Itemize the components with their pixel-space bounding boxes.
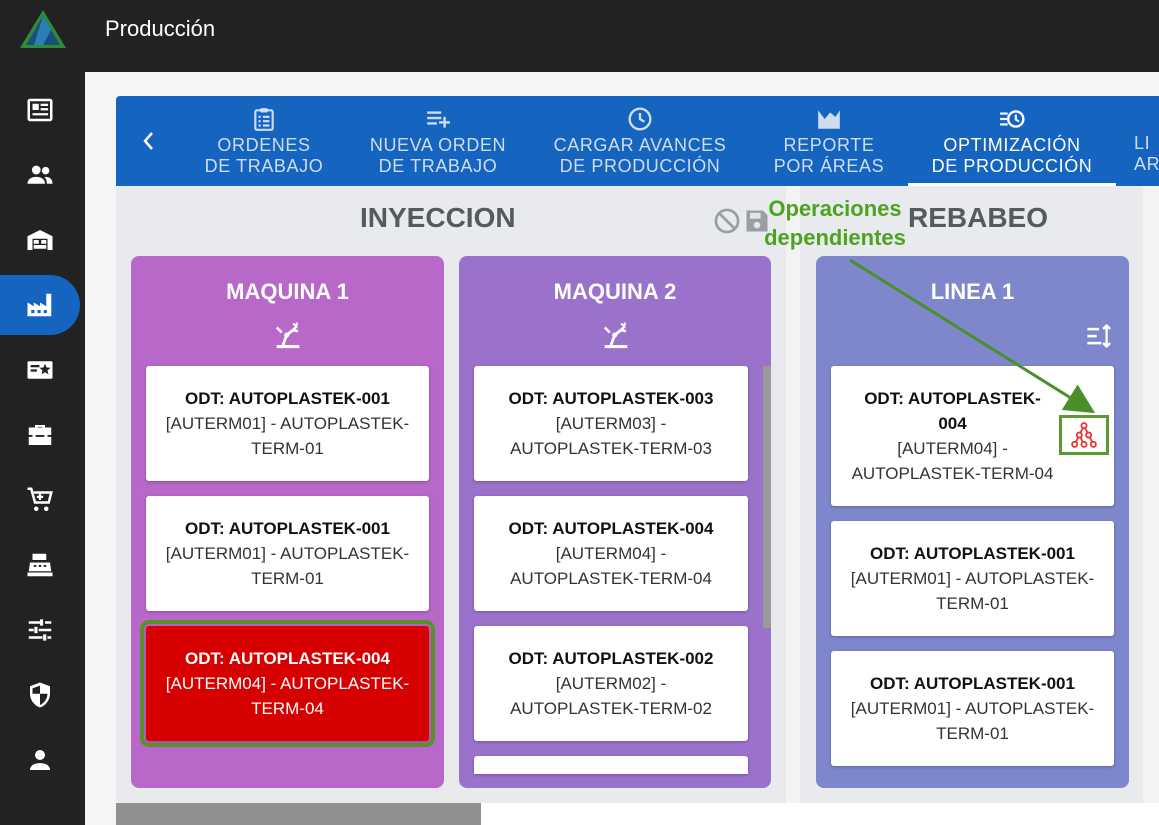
area-chart-icon [818, 110, 840, 129]
card-description: [AUTERM01] - AUTOPLASTEK-TERM-01 [850, 569, 1095, 613]
tab-label-line1: ORDENES [217, 135, 311, 155]
tab-ordenes-de-trabajo[interactable]: ORDENES DE TRABAJO [182, 96, 346, 186]
factory-icon [27, 293, 52, 317]
sidebar-item-production[interactable] [0, 275, 80, 335]
work-order-card[interactable]: ODT: AUTOPLASTEK-002 [AUTERM02] - AUTOPL… [474, 626, 748, 741]
work-order-card[interactable]: ODT: AUTOPLASTEK-001 [AUTERM01] - AUTOPL… [831, 651, 1114, 766]
card-odt: ODT: AUTOPLASTEK-003 [508, 389, 714, 408]
column-scrollbar[interactable] [763, 366, 771, 628]
toolbox-icon [28, 425, 52, 445]
mountain-logo-icon[interactable] [18, 8, 68, 52]
column-title: MAQUINA 2 [553, 279, 677, 304]
cash-register-icon [27, 553, 53, 577]
block-icon[interactable] [713, 207, 741, 235]
person-icon [30, 750, 50, 770]
work-order-card[interactable]: ODT: AUTOPLASTEK-001 [AUTERM01] - AUTOPL… [831, 521, 1114, 636]
tab-label-line1: CARGAR AVANCES [553, 135, 727, 155]
tab-label-line2: DE PRODUCCIÓN [931, 156, 1093, 176]
sidebar-item-profile[interactable] [0, 730, 80, 790]
column-title: LINEA 1 [930, 279, 1015, 304]
tab-reporte-por-areas[interactable]: REPORTE POR ÁREAS [750, 96, 908, 186]
playlist-add-icon [427, 111, 450, 128]
annotation-line1: Operaciones [768, 196, 902, 221]
card-description: [AUTERM04] - AUTOPLASTEK-TERM-04 [510, 544, 712, 588]
schedule-list-icon [1000, 110, 1025, 128]
column-title: MAQUINA 1 [226, 279, 349, 304]
tab-label-line2: AR [1134, 154, 1159, 174]
tab-partial[interactable]: LI AR [1134, 96, 1159, 186]
annotation-line2: dependientes [764, 225, 906, 250]
card-description: [AUTERM01] - AUTOPLASTEK-TERM-01 [165, 544, 410, 588]
clock-icon [628, 107, 652, 131]
app-title: Producción [105, 16, 216, 41]
work-order-card[interactable]: ODT: AUTOPLASTEK-001 [AUTERM01] - AUTOPL… [146, 496, 429, 611]
chevron-left-icon[interactable] [116, 96, 182, 186]
annotation-arrow [849, 258, 1096, 414]
users-icon [27, 165, 53, 184]
work-order-card-partial[interactable] [474, 756, 748, 774]
news-icon [27, 98, 53, 122]
sidebar-item-news[interactable] [0, 80, 80, 140]
card-description: [AUTERM04] - AUTOPLASTEK-TERM-04 [165, 674, 410, 718]
sort-icon[interactable] [1085, 322, 1113, 350]
award-card-icon [27, 361, 53, 379]
tab-label-line1: OPTIMIZACIÓN [943, 135, 1081, 155]
card-odt: ODT: AUTOPLASTEK-004 [185, 649, 390, 668]
sitemap-icon [1071, 422, 1097, 448]
warehouse-icon [27, 230, 53, 250]
tab-bar: ORDENES DE TRABAJO NUEVA ORDEN DE TRABAJ… [116, 96, 1159, 186]
robot-arm-icon [275, 322, 300, 349]
cart-icon [27, 487, 53, 511]
card-description: [AUTERM04] - AUTOPLASTEK-TERM-04 [851, 439, 1054, 483]
card-description: [AUTERM01] - AUTOPLASTEK-TERM-01 [165, 414, 410, 458]
sidebar-item-warehouse[interactable] [0, 210, 80, 270]
work-order-card-selected[interactable]: ODT: AUTOPLASTEK-004 [AUTERM04] - AUTOPL… [140, 620, 435, 747]
sidebar-item-settings[interactable] [0, 600, 80, 660]
work-order-card[interactable]: ODT: AUTOPLASTEK-003 [AUTERM03] - AUTOPL… [474, 366, 748, 481]
tab-label-line1: LI [1134, 133, 1151, 153]
card-description: [AUTERM03] - AUTOPLASTEK-TERM-03 [510, 414, 712, 458]
tab-label-line1: REPORTE [783, 135, 875, 155]
tab-label-line2: DE TRABAJO [378, 156, 498, 176]
save-icon[interactable] [743, 207, 771, 235]
card-description: [AUTERM02] - AUTOPLASTEK-TERM-02 [510, 674, 712, 718]
tab-label-line1: NUEVA ORDEN [369, 135, 507, 155]
annotation-label: Operaciones dependientes [755, 194, 915, 252]
tab-label-line2: POR ÁREAS [773, 156, 885, 176]
dependent-operations-button[interactable] [1059, 415, 1109, 455]
tab-label-line2: DE TRABAJO [204, 156, 324, 176]
shield-icon [30, 682, 50, 708]
sidebar-item-cash[interactable] [0, 535, 80, 595]
card-odt: ODT: AUTOPLASTEK-002 [508, 649, 714, 668]
tab-nueva-orden[interactable]: NUEVA ORDEN DE TRABAJO [346, 96, 530, 186]
card-odt: ODT: AUTOPLASTEK-001 [870, 674, 1075, 693]
sliders-icon [28, 619, 52, 641]
sidebar-item-security[interactable] [0, 665, 80, 725]
area-title-inyeccion: INYECCION [360, 202, 516, 233]
tab-cargar-avances[interactable]: CARGAR AVANCES DE PRODUCCIÓN [530, 96, 750, 186]
area-title-rebabeo: REBABEO [908, 202, 1049, 233]
card-odt: ODT: AUTOPLASTEK-001 [185, 389, 390, 408]
tab-optimizacion[interactable]: OPTIMIZACIÓN DE PRODUCCIÓN [908, 96, 1116, 186]
robot-arm-icon [603, 322, 628, 349]
sidebar-item-tools[interactable] [0, 405, 80, 465]
horizontal-scrollbar-thumb[interactable] [116, 803, 481, 825]
card-odt: ODT: AUTOPLASTEK-001 [870, 544, 1075, 563]
card-odt: ODT: AUTOPLASTEK-004 [864, 389, 1041, 433]
area-divider [786, 186, 800, 803]
area-divider [1143, 186, 1159, 803]
sidebar-item-cart[interactable] [0, 470, 80, 530]
sidebar-item-users[interactable] [0, 145, 80, 205]
work-order-card[interactable]: ODT: AUTOPLASTEK-001 [AUTERM01] - AUTOPL… [146, 366, 429, 481]
tab-label-line2: DE PRODUCCIÓN [559, 156, 721, 176]
card-odt: ODT: AUTOPLASTEK-004 [508, 519, 714, 538]
work-order-card[interactable]: ODT: AUTOPLASTEK-004 [AUTERM04] - AUTOPL… [474, 496, 748, 611]
card-description: [AUTERM01] - AUTOPLASTEK-TERM-01 [850, 699, 1095, 743]
app-bar: Producción [0, 0, 1159, 72]
clipboard-list-icon [254, 108, 274, 131]
card-odt: ODT: AUTOPLASTEK-001 [185, 519, 390, 538]
sidebar-item-awards[interactable] [0, 340, 80, 400]
